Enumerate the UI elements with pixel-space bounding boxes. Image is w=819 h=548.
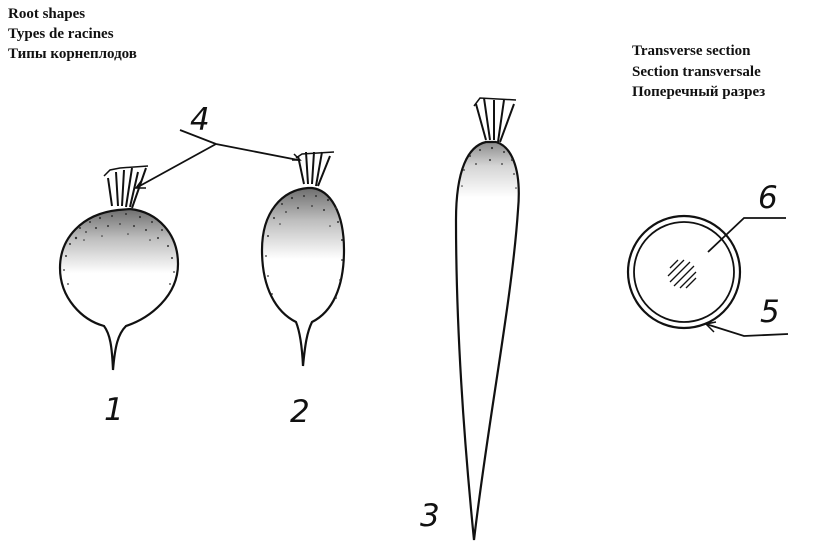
core-hatch	[668, 260, 696, 288]
label-crown: 4	[190, 102, 210, 138]
root-shape-oval	[262, 152, 344, 366]
label-shape-2: 2	[290, 394, 310, 430]
label-skin: 5	[760, 294, 780, 330]
root-shape-round	[60, 166, 178, 370]
label-shape-1: 1	[104, 392, 124, 428]
label-flesh: 6	[758, 180, 778, 216]
transverse-section	[628, 216, 740, 328]
root-shape-long	[456, 98, 519, 540]
label-shape-3: 3	[420, 498, 440, 534]
